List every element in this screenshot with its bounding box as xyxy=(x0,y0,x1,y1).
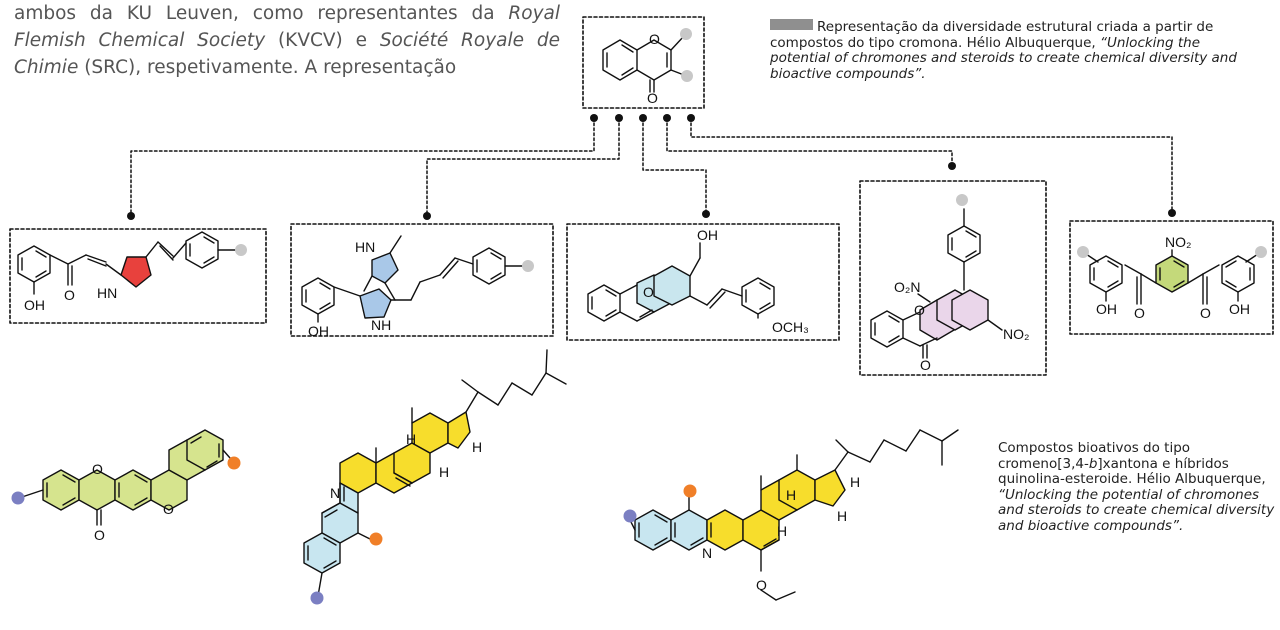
atom-label: O xyxy=(647,90,658,106)
compound-2-bispyrazole xyxy=(290,223,554,337)
atom-label: O xyxy=(914,302,925,318)
atom-label: O xyxy=(1134,305,1145,321)
atom-label: N xyxy=(702,545,712,561)
substituent-dot xyxy=(310,591,324,605)
atom-labels: O O OH O HN HN OH NH O OH OCH₃ O₂N O O N… xyxy=(24,31,1250,593)
caption-bioactive-compounds: Compostos bioativos do tipo cromeno[3,4-… xyxy=(998,440,1280,534)
intro-text: (KVCV) e xyxy=(265,30,380,51)
compound-4-spirochromanone xyxy=(859,180,1047,376)
atom-label: NH xyxy=(371,317,391,333)
atom-label: H xyxy=(472,439,482,455)
atom-label: O xyxy=(92,461,103,477)
atom-label: OH xyxy=(308,323,329,339)
atom-label: H xyxy=(837,508,847,524)
substituent-dot xyxy=(1255,246,1267,258)
atom-label: H xyxy=(786,487,796,503)
atom-label: N xyxy=(330,485,340,501)
quinoline-steroid-hybrid-1 xyxy=(303,349,567,597)
caption-quote: “Unlocking the potential of chromones an… xyxy=(998,486,1275,534)
intro-italic: Flemish Chemical Society xyxy=(14,30,266,51)
connector-lines xyxy=(130,117,1173,214)
compound-5-bisbenzoyl-nitrobenzene xyxy=(1069,220,1274,335)
substituent-dot xyxy=(623,509,637,523)
substituent-dot xyxy=(681,70,693,82)
atom-label: O xyxy=(64,287,75,303)
caption-text: ]xantona e híbridos quinolina-esteroide.… xyxy=(998,455,1266,487)
substituent-dot xyxy=(227,456,241,470)
substituent-dot xyxy=(683,484,697,498)
atom-label: OH xyxy=(697,227,718,243)
caption-text: Compostos bioativos do tipo cromeno[3,4- xyxy=(998,440,1191,472)
caption-swatch xyxy=(770,19,813,30)
intro-paragraph: ambos da KU Leuven, como representantes … xyxy=(14,0,560,81)
substituent-dot xyxy=(235,244,247,256)
substituent-dot xyxy=(956,194,968,206)
intro-text: (SRC), respetivamente. A representação xyxy=(78,57,457,78)
atom-label: O xyxy=(94,527,105,543)
atom-label: O xyxy=(1200,305,1211,321)
atom-label: NO₂ xyxy=(1003,326,1029,342)
substituent-dot xyxy=(522,260,534,272)
compound-3-spirochromene xyxy=(566,223,840,341)
compound-1-pyrrolidine xyxy=(9,228,267,324)
atom-label: OCH₃ xyxy=(772,319,809,335)
caption-chromone-diversity: Representação da diversidade estrutural … xyxy=(770,19,1260,82)
intro-italic: Société Royale xyxy=(379,30,525,51)
atom-label: H xyxy=(850,474,860,490)
atom-label: H xyxy=(777,523,787,539)
atom-label: O xyxy=(163,501,174,517)
atom-label: H xyxy=(406,431,416,447)
substituent-dot xyxy=(11,491,25,505)
atom-label: OH xyxy=(1229,301,1250,317)
atom-label: OH xyxy=(24,297,45,313)
caption-text: Representação da diversidade estrutural … xyxy=(770,19,1214,51)
atom-label: O xyxy=(920,357,931,373)
atom-label: O xyxy=(643,284,654,300)
chromeno-xanthone xyxy=(21,429,231,526)
substituent-dot xyxy=(1077,246,1089,258)
atom-label: O xyxy=(649,31,660,47)
atom-label: OH xyxy=(1096,301,1117,317)
intro-italic: de Chimie xyxy=(14,30,560,78)
atom-label: H xyxy=(439,464,449,480)
atom-label: HN xyxy=(355,239,375,255)
atom-label: O₂N xyxy=(894,279,920,295)
intro-text: ambos da KU Leuven, como representantes … xyxy=(14,3,509,24)
substituent-dot xyxy=(680,28,692,40)
dashed-box xyxy=(582,16,705,109)
substituent-dot xyxy=(369,532,383,546)
atom-label: HN xyxy=(97,285,117,301)
caption-quote: “Unlocking the potential of chromones an… xyxy=(770,34,1237,82)
atom-label: O xyxy=(756,577,767,593)
intro-italic: Royal xyxy=(508,3,560,24)
quinoline-steroid-hybrid-2 xyxy=(629,429,959,601)
atom-label: NO₂ xyxy=(1165,234,1191,250)
caption-italic: b xyxy=(1088,455,1098,472)
